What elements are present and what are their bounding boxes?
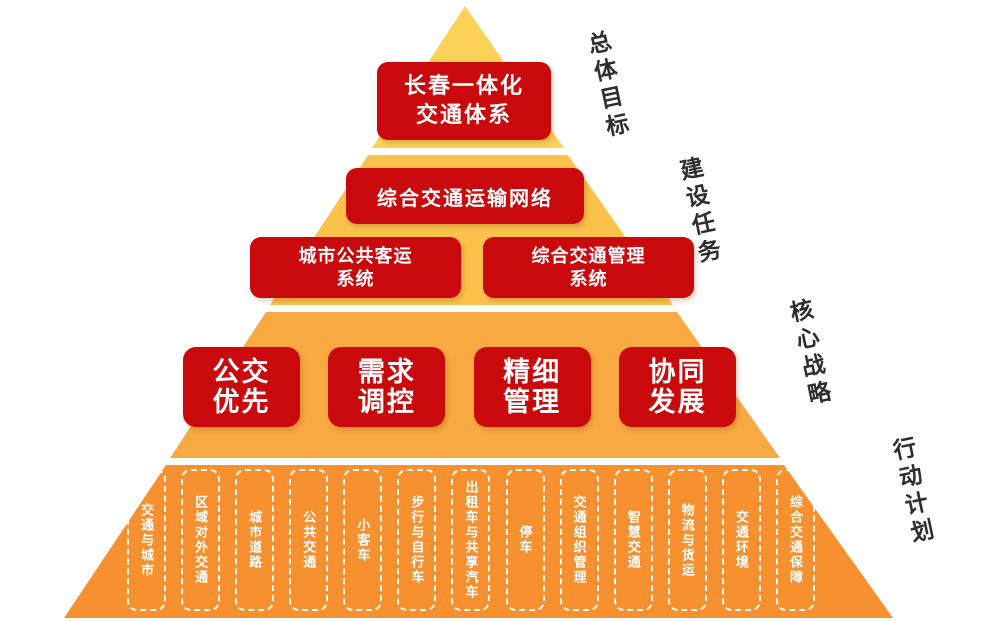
strategy-line2: 管理 (503, 387, 562, 417)
action-item: 交通环境 (721, 469, 761, 611)
goal-box-line1: 长春一体化 (403, 73, 524, 99)
strategy-box-fine-management: 精细 管理 (473, 347, 591, 427)
strategy-line1: 需求 (357, 356, 416, 387)
task-passenger-line1: 城市公共客运 (298, 246, 413, 266)
task-network-box: 综合交通运输网络 (346, 168, 584, 224)
action-item: 区域对外交通 (181, 469, 221, 611)
action-item: 交通组织管理 (559, 469, 599, 611)
action-item: 公共交通 (289, 469, 329, 611)
task-management-box: 综合交通管理 系统 (483, 237, 694, 298)
action-item: 综合交通保障 (775, 469, 815, 611)
strategy-line2: 优先 (212, 387, 271, 417)
task-passenger-box: 城市公共客运 系统 (250, 237, 461, 298)
task-management-line1: 综合交通管理 (531, 246, 646, 266)
strategy-box-demand-control: 需求 调控 (328, 347, 446, 427)
strategy-line2: 发展 (648, 387, 707, 417)
strategy-box-transit-priority: 公交 优先 (183, 347, 300, 427)
action-item: 停车 (505, 469, 545, 611)
action-item: 智慧交通 (613, 469, 653, 611)
action-plan-row: 交通与城市 区域对外交通 城市道路 公共交通 小客车 步行与自行车 出租车与共享… (127, 469, 815, 611)
strategy-row: 公交 优先 需求 调控 精细 管理 协同 发展 (183, 347, 736, 427)
task-management-line2: 系统 (569, 268, 608, 289)
strategy-line1: 协同 (648, 356, 707, 387)
action-item: 物流与货运 (667, 469, 707, 611)
strategy-line1: 公交 (212, 356, 271, 387)
strategy-line2: 调控 (357, 387, 416, 417)
action-item: 小客车 (343, 469, 383, 611)
task-passenger-line2: 系统 (336, 268, 375, 289)
task-network-label: 综合交通运输网络 (377, 187, 553, 210)
pyramid-band-actions (64, 465, 893, 618)
action-item: 交通与城市 (127, 469, 166, 611)
action-item: 出租车与共享汽车 (451, 469, 491, 611)
action-item: 城市道路 (235, 469, 275, 611)
strategy-line1: 精细 (503, 356, 562, 387)
action-item: 步行与自行车 (397, 469, 437, 611)
strategy-box-coordinated-development: 协同 发展 (618, 347, 736, 427)
goal-box-line2: 交通体系 (415, 102, 512, 127)
goal-box: 长春一体化 交通体系 (377, 62, 551, 140)
